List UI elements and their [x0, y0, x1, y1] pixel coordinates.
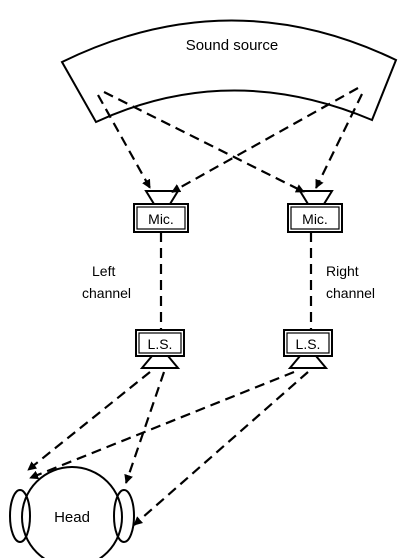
path-source-right-to-left-mic — [171, 87, 359, 193]
right-channel-label-line1: Right — [326, 263, 359, 279]
left-mic-label: Mic. — [148, 211, 174, 227]
right-microphone: Mic. — [287, 190, 343, 233]
right-ear — [113, 489, 135, 543]
path-right-ls-to-left-ear — [29, 370, 295, 480]
left-ear — [9, 489, 31, 543]
sound-source-label: Sound source — [186, 37, 279, 54]
head-circle — [21, 466, 123, 558]
head: Head — [9, 466, 135, 558]
path-source-right-to-right-mic — [315, 93, 363, 189]
right-channel-label-line2: channel — [326, 285, 375, 301]
left-loudspeaker: L.S. — [135, 329, 185, 369]
speaker-to-ear-paths — [27, 370, 309, 526]
source-to-mic-paths — [97, 87, 363, 193]
path-left-ls-to-left-ear — [27, 371, 151, 471]
path-source-left-to-right-mic — [103, 91, 305, 193]
path-left-ls-to-right-ear — [124, 371, 166, 484]
left-channel-label-line1: Left — [92, 263, 115, 279]
path-right-ls-to-right-ear — [133, 371, 309, 526]
path-source-left-to-left-mic — [97, 94, 151, 189]
left-ls-label: L.S. — [148, 336, 173, 352]
left-microphone: Mic. — [133, 190, 189, 233]
head-label: Head — [54, 509, 90, 526]
right-loudspeaker: L.S. — [283, 329, 333, 369]
sound-source: Sound source — [60, 19, 398, 124]
right-ls-label: L.S. — [296, 336, 321, 352]
left-channel-label-line2: channel — [82, 285, 131, 301]
right-mic-label: Mic. — [302, 211, 328, 227]
